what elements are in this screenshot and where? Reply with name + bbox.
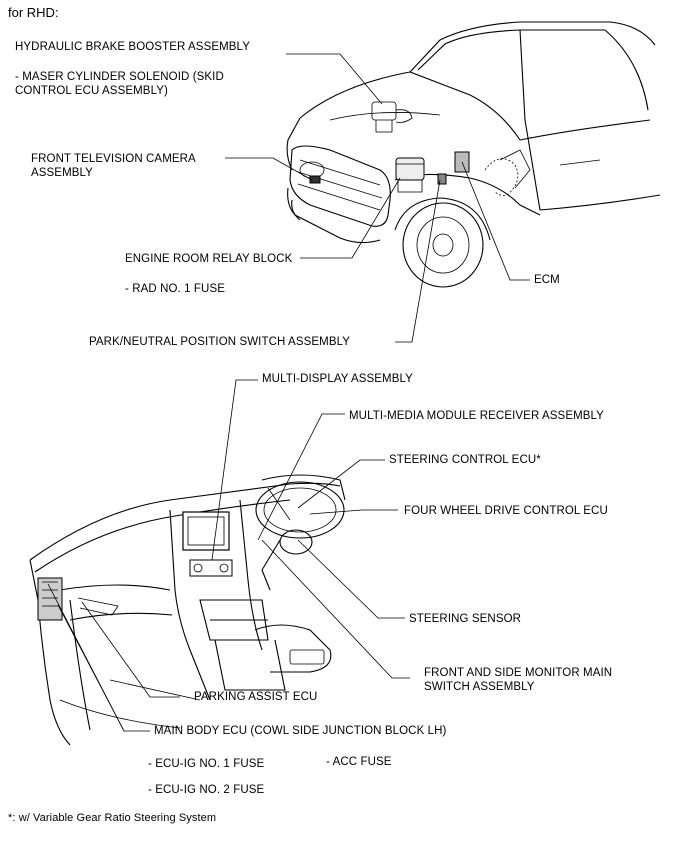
label-hydraulic-brake-booster: HYDRAULIC BRAKE BOOSTER ASSEMBLY [15, 41, 250, 53]
label-park-neutral-switch: PARK/NEUTRAL POSITION SWITCH ASSEMBLY [89, 336, 351, 348]
label-main-body-ecu: MAIN BODY ECU (COWL SIDE JUNCTION BLOCK … [154, 725, 447, 737]
label-acc-fuse: - ACC FUSE [326, 756, 392, 768]
cabin-leaders [47, 379, 410, 732]
footnote: *: w/ Variable Gear Ratio Steering Syste… [8, 812, 217, 824]
dashboard-illustration [29, 474, 346, 746]
header-label: for RHD: [8, 5, 59, 20]
label-multi-media-receiver: MULTI-MEDIA MODULE RECEIVER ASSEMBLY [349, 410, 604, 422]
label-four-wheel-drive-ecu: FOUR WHEEL DRIVE CONTROL ECU [404, 505, 608, 517]
vehicle-illustration [286, 21, 661, 288]
label-parking-assist-ecu: PARKING ASSIST ECU [194, 691, 318, 703]
label-engine-room-relay-block: ENGINE ROOM RELAY BLOCK [125, 253, 293, 265]
label-ecm: ECM [534, 274, 560, 286]
label-front-side-monitor-switch: FRONT AND SIDE MONITOR MAIN SWITCH ASSEM… [424, 667, 613, 693]
label-steering-control-ecu: STEERING CONTROL ECU* [389, 454, 541, 466]
label-front-tv-camera: FRONT TELEVISION CAMERA ASSEMBLY [31, 153, 196, 179]
label-steering-sensor: STEERING SENSOR [409, 613, 522, 625]
label-multi-display: MULTI-DISPLAY ASSEMBLY [262, 373, 413, 385]
label-ecu-ig2-fuse: - ECU-IG NO. 2 FUSE [148, 784, 265, 796]
label-master-cylinder-solenoid: - MASER CYLINDER SOLENOID (SKID CONTROL … [15, 71, 224, 97]
label-ecu-ig1-fuse: - ECU-IG NO. 1 FUSE [148, 758, 265, 770]
label-rad-fuse: - RAD NO. 1 FUSE [125, 283, 226, 295]
engine-leaders [225, 53, 530, 343]
